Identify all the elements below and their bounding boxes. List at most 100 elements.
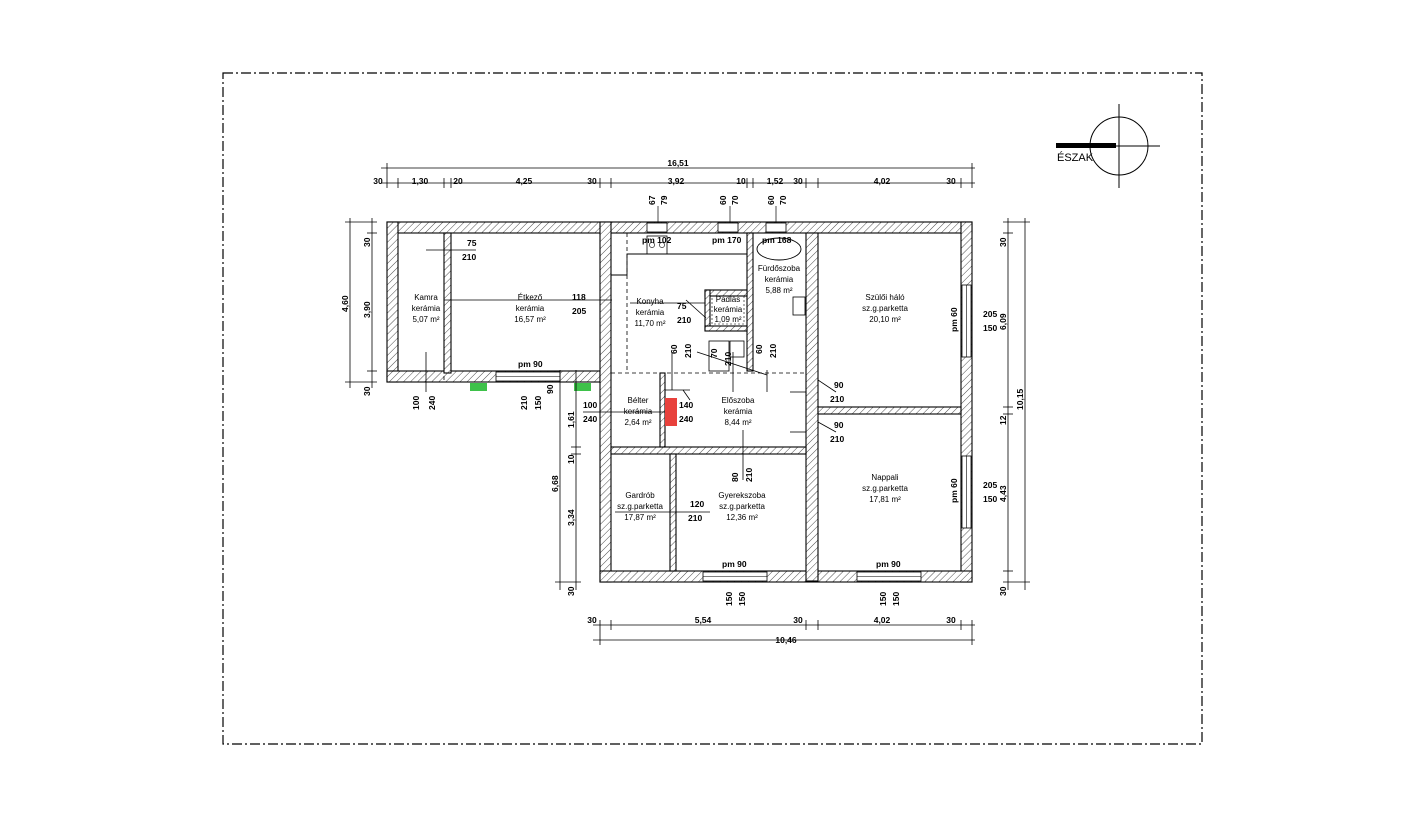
north-arrow-icon: ÉSZAK	[1056, 104, 1160, 188]
door-height: 240	[679, 414, 693, 424]
kitchen-furniture	[611, 235, 806, 372]
chimney-dim: 79	[659, 195, 669, 205]
top-dimensions: 16,51 30 1,30 20 4,25 30 3,92 10 1,52 30…	[373, 158, 956, 186]
left-dim: 3,90	[362, 301, 372, 318]
top-total: 16,51	[667, 158, 689, 168]
window-label: pm 90	[876, 559, 901, 569]
room-area: 20,10 m²	[869, 315, 901, 324]
door-height: 210	[723, 352, 733, 366]
door-width: 90	[834, 380, 844, 390]
ground-marker-1	[470, 383, 487, 391]
top-seg: 1,52	[767, 176, 784, 186]
left-dim: 10	[566, 454, 576, 464]
bottom-seg: 5,54	[695, 615, 712, 625]
room-tarolo: Padlás kerámia 1,09 m²	[714, 295, 743, 324]
top-seg: 30	[946, 176, 956, 186]
window-label: pm 60	[949, 478, 959, 503]
right-dim: 30	[998, 237, 1008, 247]
door-height: 210	[744, 468, 754, 482]
room-floor: kerámia	[714, 305, 743, 314]
sill: 210	[519, 396, 529, 410]
top-seg: 10	[736, 176, 746, 186]
bottom-seg: 4,02	[874, 615, 891, 625]
right-dim: 6,09	[998, 313, 1008, 330]
door-height: 210	[677, 315, 691, 325]
chimney-dim: 70	[730, 195, 740, 205]
left-dim: 1,61	[566, 411, 576, 428]
door-width: 120	[690, 499, 704, 509]
sheet-border	[222, 72, 1203, 745]
bottom-dimensions: 30 5,54 30 4,02 30 10,46	[587, 615, 956, 645]
right-dim: 4,43	[998, 485, 1008, 502]
top-seg: 1,30	[412, 176, 429, 186]
window-size: 150	[983, 494, 997, 504]
room-name: Előszoba	[722, 396, 755, 405]
left-dim: 6,68	[550, 475, 560, 492]
room-area: 2,64 m²	[624, 418, 651, 427]
window-label: pm 170	[712, 235, 742, 245]
room-floor: sz.g.parketta	[862, 304, 908, 313]
room-floor: kerámia	[724, 407, 753, 416]
bottom-seg: 30	[793, 615, 803, 625]
chimney-dim: 60	[766, 195, 776, 205]
windows	[495, 222, 972, 582]
room-gardrob: Gardrób sz.g.parketta 17,87 m²	[617, 491, 663, 522]
door-width: 80	[730, 472, 740, 482]
door-height: 210	[683, 344, 693, 358]
sill: 150	[891, 592, 901, 606]
door-height: 210	[688, 513, 702, 523]
sill: 150	[724, 592, 734, 606]
top-seg: 20	[453, 176, 463, 186]
window-size: 205	[983, 480, 997, 490]
door-width: 60	[754, 344, 764, 354]
sill: 150	[878, 592, 888, 606]
sill: 150	[737, 592, 747, 606]
chimney-dim: 67	[647, 195, 657, 205]
top-seg: 3,92	[668, 176, 685, 186]
door-height: 240	[583, 414, 597, 424]
window-label: pm 90	[722, 559, 747, 569]
bottom-seg: 30	[587, 615, 597, 625]
door-width: 90	[834, 420, 844, 430]
room-kamra: Kamra kerámia 5,07 m²	[412, 293, 441, 324]
window-size: 205	[983, 309, 997, 319]
dimension-lines	[345, 163, 1030, 645]
room-floor: kerámia	[624, 407, 653, 416]
room-floor: sz.g.parketta	[719, 502, 765, 511]
door-width: 118	[572, 292, 586, 302]
room-konyha: Konyha kerámia 11,70 m²	[635, 297, 666, 328]
room-name: Gyerekszoba	[718, 491, 766, 500]
room-area: 5,07 m²	[412, 315, 439, 324]
right-dimensions: 30 6,09 12 10,15 4,43 30	[998, 237, 1025, 596]
chimney-dim: 60	[718, 195, 728, 205]
window-label: pm 90	[518, 359, 543, 369]
chimney-dimensions: 67 79 60 70 60 70	[647, 195, 788, 223]
door-height: 210	[830, 394, 844, 404]
room-belter: Bélter kerámia 2,64 m²	[624, 396, 653, 427]
room-floor: kerámia	[412, 304, 441, 313]
window-label: pm 168	[762, 235, 792, 245]
top-seg: 30	[373, 176, 383, 186]
room-name: Nappali	[871, 473, 898, 482]
door-height: 210	[768, 344, 778, 358]
door-height: 210	[830, 434, 844, 444]
room-eloszoba: Előszoba kerámia 8,44 m²	[722, 396, 755, 427]
left-dim: 30	[362, 386, 372, 396]
top-seg: 4,02	[874, 176, 891, 186]
chimney-dim: 70	[778, 195, 788, 205]
walls	[386, 221, 973, 583]
room-name: Étkező	[518, 293, 543, 302]
room-name: Konyha	[636, 297, 664, 306]
right-dim: 12	[998, 415, 1008, 425]
door-height: 205	[572, 306, 586, 316]
room-floor: sz.g.parketta	[862, 484, 908, 493]
room-szulo: Szülői háló sz.g.parketta 20,10 m²	[862, 293, 908, 324]
bottom-seg: 30	[946, 615, 956, 625]
left-dim: 3,34	[566, 509, 576, 526]
room-area: 17,87 m²	[624, 513, 656, 522]
room-furdo: Fürdőszoba kerámia 5,88 m²	[758, 264, 801, 295]
sill: 150	[533, 396, 543, 410]
right-dim: 30	[998, 586, 1008, 596]
room-name: Bélter	[628, 396, 649, 405]
